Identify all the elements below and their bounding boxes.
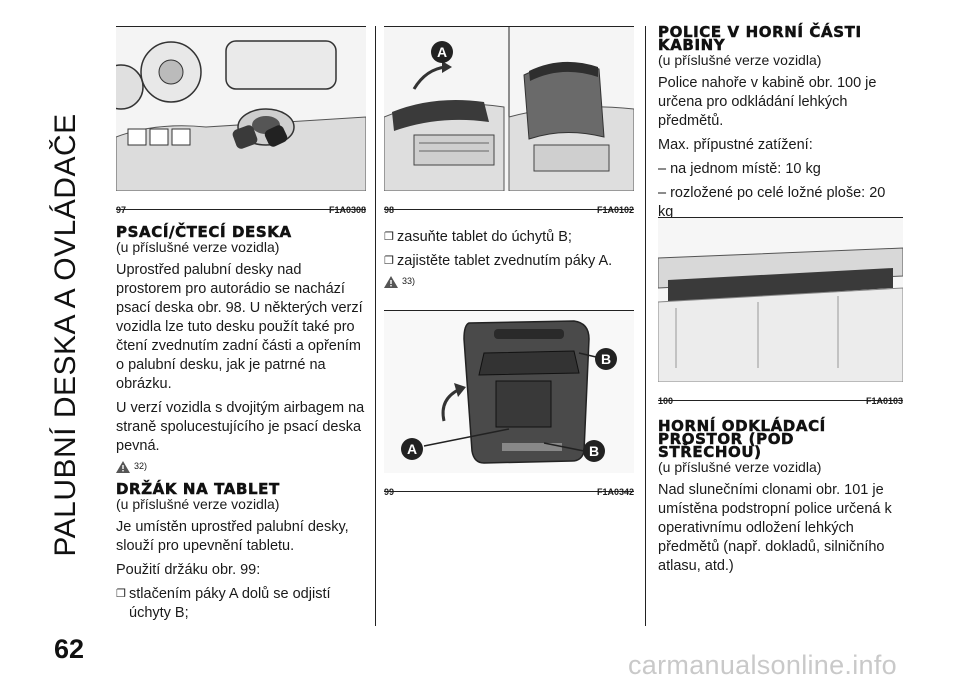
watermark-text: carmanualsonline.info xyxy=(628,650,897,680)
paragraph: Uprostřed palubní desky nad prostorem pr… xyxy=(116,262,363,392)
warning-reference: 33) xyxy=(384,276,634,288)
paragraph: Použití držáku obr. 99: xyxy=(116,562,261,578)
section-subtitle: (u příslušné verze vozidla) xyxy=(116,496,280,512)
paragraph: Police nahoře v kabině obr. 100 je určen… xyxy=(658,75,877,129)
section-title: PSACÍ/ČTECÍ DESKA xyxy=(116,223,292,241)
figure-label: A xyxy=(407,441,417,457)
section-subtitle: (u příslušné verze vozidla) xyxy=(658,459,822,475)
section-writing-desk: PSACÍ/ČTECÍ DESKA (u příslušné verze voz… xyxy=(116,223,366,628)
figure-98: A 98 F1A0102 xyxy=(384,26,634,215)
warning-icon xyxy=(384,276,398,288)
paragraph: U verzí vozidla s dvojitým airbagem na s… xyxy=(116,400,365,454)
paragraph: Nad slunečními clonami obr. 101 je umíst… xyxy=(658,482,892,574)
bullet-item: zajistěte tablet zvednutím páky A. xyxy=(384,252,634,271)
section-title: POLICE V HORNÍ ČÁSTI xyxy=(658,23,862,41)
section-tablet-steps: zasuňte tablet do úchytů B; zajistěte ta… xyxy=(384,228,634,298)
figure-code: F1A0102 xyxy=(596,205,634,215)
section-subtitle: (u příslušné verze vozidla) xyxy=(658,52,822,68)
figure-code: F1A0342 xyxy=(596,487,634,497)
figure-label: B xyxy=(601,351,611,367)
figure-97: 97 F1A0308 xyxy=(116,26,366,215)
figure-code: F1A0308 xyxy=(328,205,366,215)
section-title: KABINY xyxy=(658,36,726,54)
section-title: DRŽÁK NA TABLET xyxy=(116,480,280,498)
section-title: HORNÍ ODKLÁDACÍ xyxy=(658,417,826,435)
figure-number: 99 xyxy=(384,487,395,497)
cabin-shelf-illustration xyxy=(658,218,903,382)
dashboard-controls-illustration xyxy=(116,27,366,191)
section-upper-storage: HORNÍ ODKLÁDACÍ PROSTOR (POD STŘECHOU) (… xyxy=(658,417,903,581)
bullet-item: zasuňte tablet do úchytů B; xyxy=(384,228,634,247)
page-number: 62 xyxy=(54,634,85,664)
section-title: PROSTOR (POD xyxy=(658,430,795,448)
side-section-title: PALUBNÍ DESKA A OVLÁDAČE xyxy=(49,113,82,557)
warning-icon xyxy=(116,461,130,473)
tablet-holder-illustration: B A B xyxy=(384,311,634,473)
writing-desk-illustration: A xyxy=(384,27,634,191)
figure-number: 97 xyxy=(116,205,127,215)
paragraph: – na jednom místě: 10 kg xyxy=(658,161,821,177)
paragraph: Je umístěn uprostřed palubní desky, slou… xyxy=(116,519,349,554)
section-subtitle: (u příslušné verze vozidla) xyxy=(116,239,280,255)
section-title: STŘECHOU) xyxy=(658,443,762,461)
figure-100: 100 F1A0103 xyxy=(658,217,903,406)
paragraph: – rozložené po celé ložné ploše: 20 kg xyxy=(658,185,886,220)
column-divider xyxy=(645,26,646,626)
figure-99: B A B 99 F1A0342 xyxy=(384,310,634,497)
section-cabin-shelf: POLICE V HORNÍ ČÁSTI KABINY (u příslušné… xyxy=(658,23,903,227)
figure-number: 98 xyxy=(384,205,395,215)
paragraph: Max. přípustné zatížení: xyxy=(658,137,813,153)
figure-code: F1A0103 xyxy=(865,396,903,406)
figure-label: B xyxy=(589,443,599,459)
figure-number: 100 xyxy=(658,396,674,406)
figure-label: A xyxy=(437,44,447,60)
warning-reference: 32) xyxy=(116,461,366,473)
column-divider xyxy=(375,26,376,626)
bullet-item: stlačením páky A dolů se odjistí úchyty … xyxy=(116,585,366,623)
